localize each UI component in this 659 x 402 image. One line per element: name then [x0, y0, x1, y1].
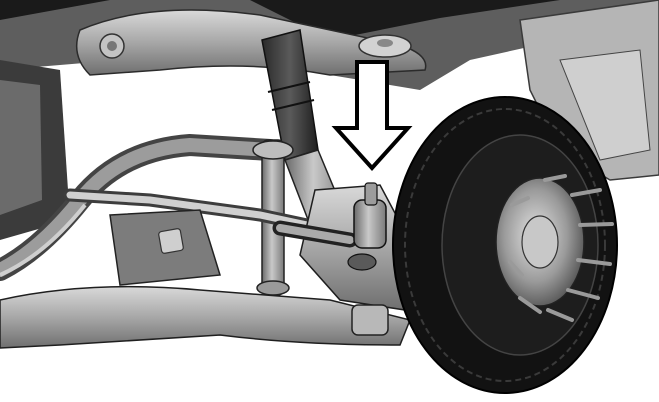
- tie-rod-end: [272, 182, 387, 271]
- down-arrow-icon: [331, 60, 413, 171]
- steering-rack: [63, 188, 347, 286]
- lower-control-arm: [0, 285, 412, 349]
- brake-rotor: [392, 96, 618, 394]
- wheel-stud-group: [508, 174, 614, 322]
